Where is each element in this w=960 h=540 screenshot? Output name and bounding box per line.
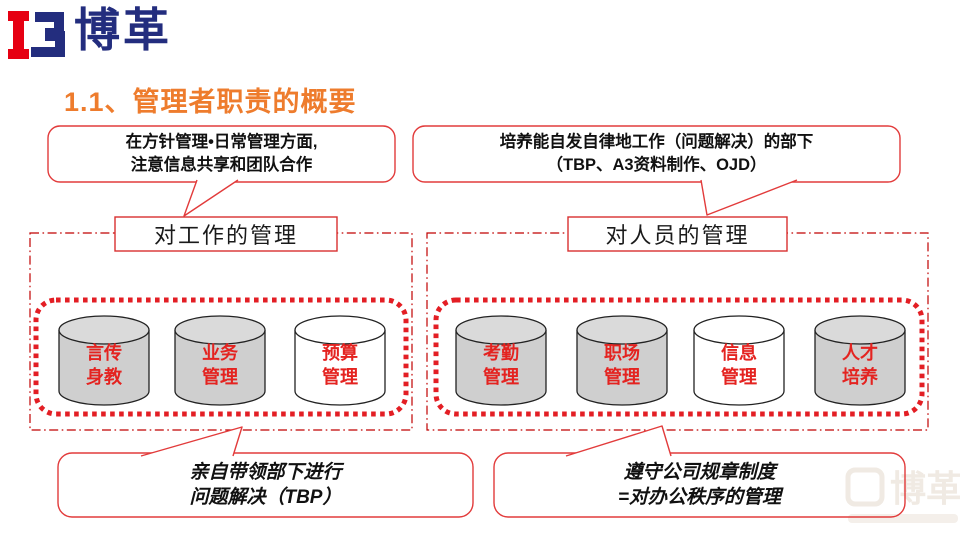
cylinder-yusuan	[294, 315, 386, 406]
work-dashdot-container	[29, 232, 413, 431]
cylinder-label: 职场 管理	[604, 343, 640, 387]
watermark: 博革	[845, 467, 960, 523]
cylinder-kaoqin	[455, 315, 547, 406]
cylinder-label: 预算 管理	[322, 343, 358, 387]
watermark-logo-icon	[845, 467, 885, 507]
cylinder-label: 业务 管理	[202, 343, 238, 387]
cylinder-yanchuan	[58, 315, 150, 406]
cylinder-label: 言传 身教	[86, 343, 122, 387]
cylinder-zhichang	[576, 315, 668, 406]
group-label-people-text: 对人员的管理	[605, 223, 750, 248]
watermark-brand: 博革	[890, 468, 960, 509]
group-label-work-text: 对工作的管理	[153, 223, 298, 248]
logo-icon	[8, 11, 65, 59]
callout-top-right-bubble	[412, 125, 901, 183]
callout-bottom-right: 遵守公司规章制度 =对办公秩序的管理	[494, 453, 905, 517]
callout-bottom-right-border	[493, 452, 906, 518]
group-label-people: 对人员的管理	[568, 217, 787, 251]
callout-top-left-tail	[183, 179, 239, 217]
callout-bottom-right-fill	[494, 453, 905, 517]
callout-bottom-left: 亲自带领部下进行 问题解决（TBP）	[58, 453, 473, 517]
callout-bottom-right-text: 遵守公司规章制度 =对办公秩序的管理	[617, 461, 782, 508]
callout-bottom-right-tail	[565, 425, 672, 457]
cylinder-label: 人才 培养	[842, 343, 878, 387]
group-label-work: 对工作的管理	[115, 217, 337, 251]
page-title: 1.1、管理者职责的概要	[64, 87, 357, 117]
callout-top-right-tail	[700, 179, 798, 216]
cylinder-label: 考勤 管理	[483, 343, 519, 387]
people-label-box	[567, 216, 788, 252]
work-label-box	[114, 216, 338, 252]
cylinder-xinxi	[693, 315, 785, 406]
cylinder-label: 信息 管理	[721, 343, 757, 387]
callout-bottom-left-bubble	[57, 452, 474, 518]
callout-top-left-text: 在方针管理•日常管理方面, 注意信息共享和团队合作	[125, 133, 318, 174]
people-dotted-border	[433, 297, 925, 417]
callout-bottom-left-tail	[140, 426, 243, 457]
cylinder-rencai	[814, 315, 906, 406]
work-dotted-border	[33, 297, 409, 417]
cylinder-yewu	[174, 315, 266, 406]
callout-top-left: 在方针管理•日常管理方面, 注意信息共享和团队合作	[48, 126, 395, 182]
callout-top-right-text: 培养能自发自律地工作（问题解决）的部下 （TBP、A3资料制作、OJD）	[499, 133, 814, 174]
brand-name: 博革	[74, 4, 172, 56]
callout-bottom-left-text: 亲自带领部下进行 问题解决（TBP）	[189, 461, 342, 508]
callout-top-right: 培养能自发自律地工作（问题解决）的部下 （TBP、A3资料制作、OJD）	[413, 126, 900, 182]
watermark-caption-band	[848, 514, 958, 523]
